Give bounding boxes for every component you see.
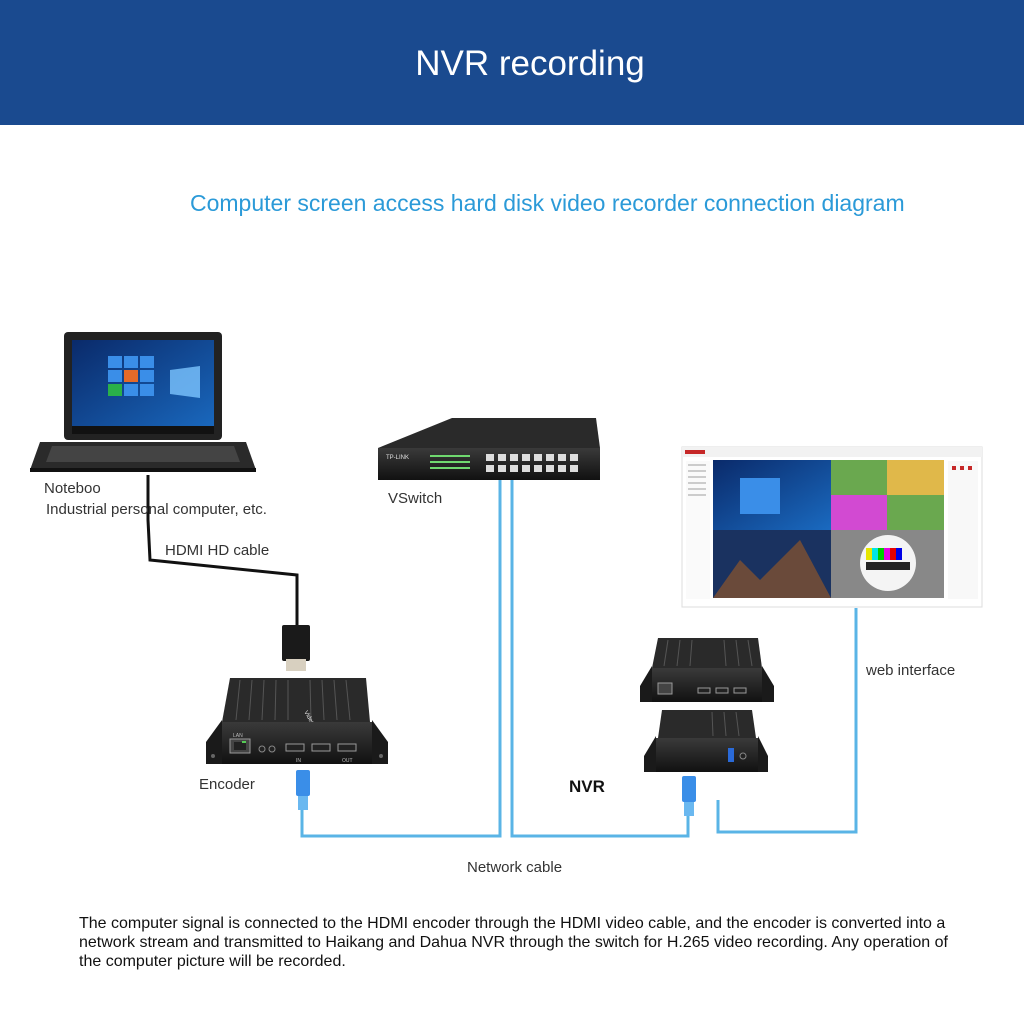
cable-nvr-to-web	[716, 608, 858, 834]
encoder-lan-port-text: LAN	[233, 733, 243, 739]
cable-switch-to-nvr	[510, 478, 690, 838]
industrial-pc-label: Industrial personal computer, etc.	[46, 501, 267, 518]
nvr-bottom-unit-icon	[644, 710, 768, 772]
hdmi-cable-label: HDMI HD cable	[165, 542, 270, 559]
header-banner: NVR recording	[0, 0, 1024, 125]
page-title: NVR recording	[415, 44, 645, 83]
notebook-label: Noteboo	[44, 480, 101, 497]
network-switch-icon: TP-LINK	[378, 418, 600, 480]
web-interface-label: web interface	[866, 662, 956, 679]
network-cable-label: Network cable	[467, 859, 563, 876]
encoder-hdmi-out-text: OUT	[342, 758, 353, 764]
web-interface-screen	[681, 446, 983, 608]
diagram-subtitle: Computer screen access hard disk video r…	[190, 190, 905, 216]
encoder-label: Encoder	[199, 776, 255, 793]
encoder-hdmi-in-text: IN	[296, 758, 301, 764]
vswitch-label: VSwitch	[388, 490, 443, 507]
encoder-device-icon: Video Encoder LAN IN OUT	[206, 678, 388, 764]
nvr-top-unit-icon	[640, 638, 774, 702]
hdmi-cable-line	[146, 475, 299, 625]
nvr-label: NVR	[569, 777, 605, 796]
switch-brand-text: TP-LINK	[386, 455, 409, 461]
description-paragraph: The computer signal is connected to the …	[79, 915, 948, 970]
encoder-rj45-connector-icon	[296, 770, 310, 810]
laptop-icon	[30, 332, 256, 472]
nvr-rj45-connector-icon	[682, 776, 696, 816]
network-cable-lines	[300, 478, 858, 838]
hdmi-plug-icon	[282, 625, 310, 671]
cable-encoder-to-switch	[300, 478, 502, 838]
